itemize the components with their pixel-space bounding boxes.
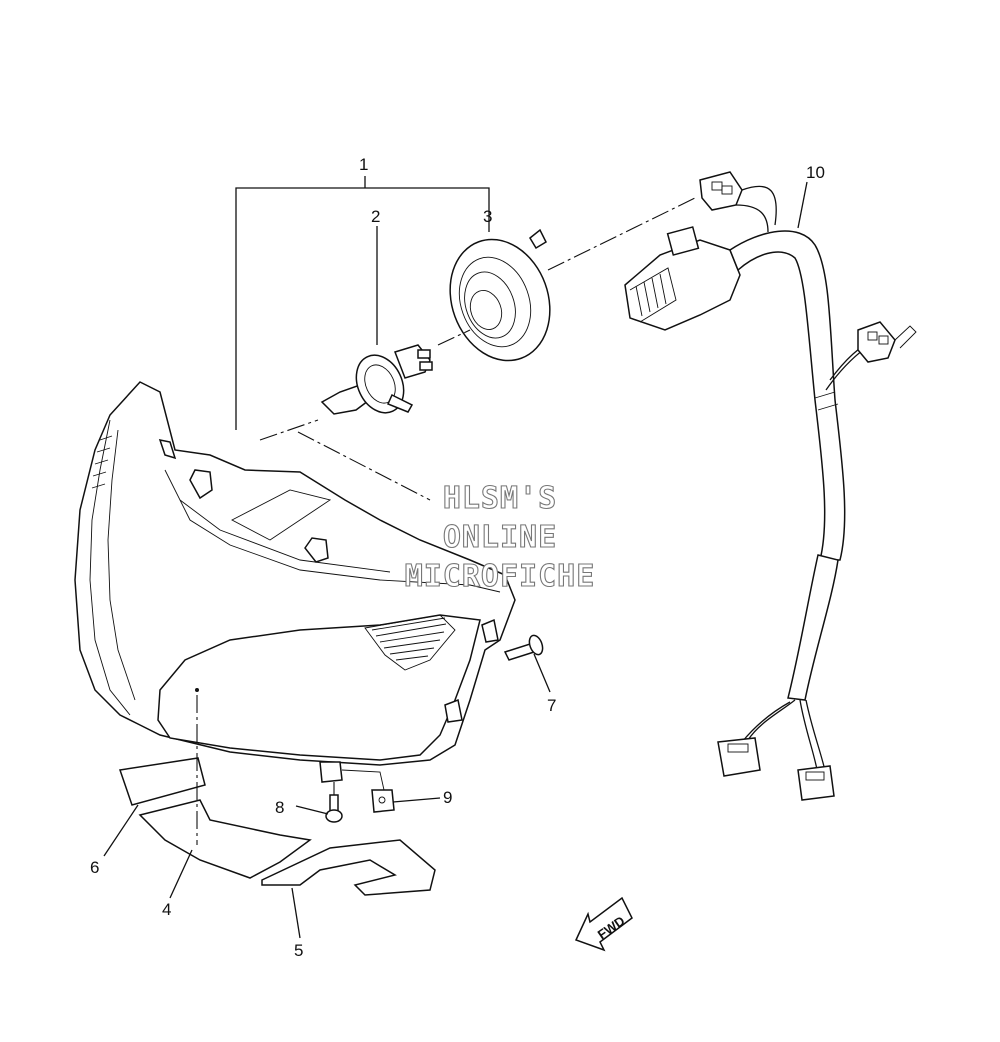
callout-labels: 1 2 3 10 7 8 9 6 4 5 (90, 155, 825, 960)
callout-6: 6 (90, 858, 99, 877)
callout-2: 2 (371, 207, 380, 226)
callout-5: 5 (294, 941, 303, 960)
bulb-cover (449, 228, 551, 362)
grille-texture (371, 617, 447, 661)
callout-8: 8 (275, 798, 284, 817)
callout-9: 9 (443, 788, 452, 807)
callout-10: 10 (806, 163, 825, 182)
headlamp-housing (74, 381, 516, 791)
callout-7: 7 (547, 696, 556, 715)
callout-3: 3 (483, 207, 492, 226)
lower-cover-4 (138, 799, 312, 879)
trim-pad-6 (118, 757, 206, 806)
lower-seal-5 (261, 839, 436, 896)
watermark-line-1: HLSM'S (443, 481, 557, 516)
wiring-harness (624, 171, 917, 801)
fwd-direction-arrow: FWD (574, 896, 633, 952)
locator-dot (195, 688, 199, 692)
bulb (320, 344, 433, 415)
screw-8 (325, 794, 343, 823)
callout-1: 1 (359, 155, 368, 174)
watermark: HLSM'S ONLINE MICROFICHE (404, 480, 596, 594)
watermark-line-2: ONLINE (443, 520, 557, 555)
screw-7 (503, 634, 544, 661)
callout-4: 4 (162, 900, 171, 919)
nut-clip-9 (371, 789, 395, 813)
leader-lines (103, 176, 808, 939)
assembly-guide-lines (196, 197, 696, 845)
watermark-line-3: MICROFICHE (405, 559, 596, 594)
lens-texture (91, 435, 113, 489)
